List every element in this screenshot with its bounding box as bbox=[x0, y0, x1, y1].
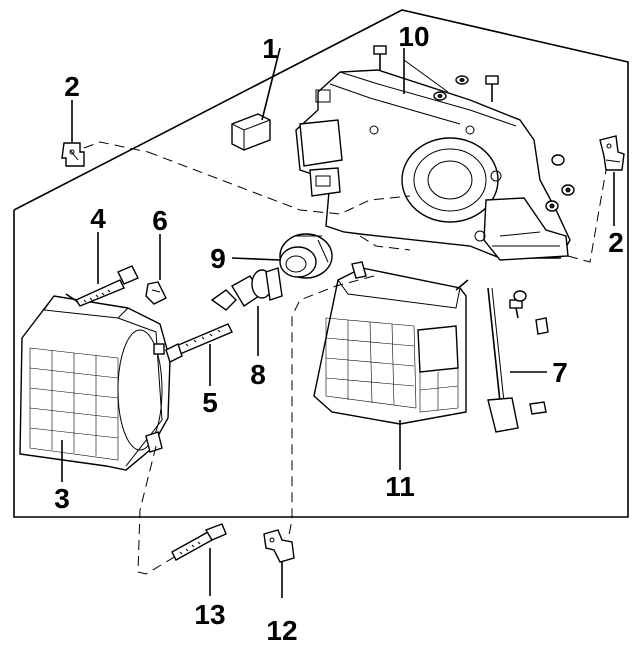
bracket-right bbox=[599, 135, 625, 171]
housing-guide-right bbox=[567, 169, 607, 263]
headlamp-housing bbox=[295, 69, 571, 261]
callout-9: 9 bbox=[210, 243, 226, 274]
housing-washers-right bbox=[545, 154, 575, 212]
callout-7: 7 bbox=[552, 357, 568, 388]
bulb-retaining-ring bbox=[279, 233, 333, 279]
pivot-screw bbox=[171, 523, 227, 561]
turn-signal-lamp bbox=[313, 261, 469, 425]
housing-bolt-1 bbox=[373, 45, 387, 70]
bracket-left bbox=[61, 142, 85, 167]
callout-3: 3 bbox=[54, 483, 70, 514]
callout-2-left: 2 bbox=[64, 71, 80, 102]
lower-bracket bbox=[263, 529, 295, 563]
headlamp-bulb bbox=[210, 267, 283, 311]
pivot-guide bbox=[137, 445, 177, 575]
connector-block bbox=[231, 113, 271, 151]
housing-washers-top bbox=[433, 75, 469, 101]
bracket-left-guide bbox=[83, 141, 149, 153]
adjuster-screw-upper bbox=[65, 265, 139, 307]
callout-6: 6 bbox=[152, 205, 168, 236]
housing-bolt-2 bbox=[485, 75, 499, 102]
callout-8: 8 bbox=[250, 359, 266, 390]
callout-11: 11 bbox=[385, 471, 415, 502]
callout-10: 10 bbox=[398, 21, 429, 52]
callout-4: 4 bbox=[90, 203, 106, 234]
callout-2-right: 2 bbox=[608, 227, 624, 258]
retainer-clip bbox=[145, 281, 167, 305]
housing-guide-left bbox=[147, 151, 411, 215]
callout-13: 13 bbox=[194, 599, 225, 630]
assembly-boundary bbox=[13, 9, 629, 518]
callout-12: 12 bbox=[266, 615, 297, 646]
callout-5: 5 bbox=[202, 387, 218, 418]
adjuster-rod bbox=[487, 287, 549, 433]
callout-1: 1 bbox=[262, 33, 278, 64]
headlamp-unit bbox=[19, 295, 171, 471]
leader-lines bbox=[61, 47, 615, 598]
turn-signal-guide bbox=[287, 275, 375, 541]
housing-guide-center bbox=[359, 235, 411, 251]
adjuster-screw-lower bbox=[165, 323, 233, 363]
